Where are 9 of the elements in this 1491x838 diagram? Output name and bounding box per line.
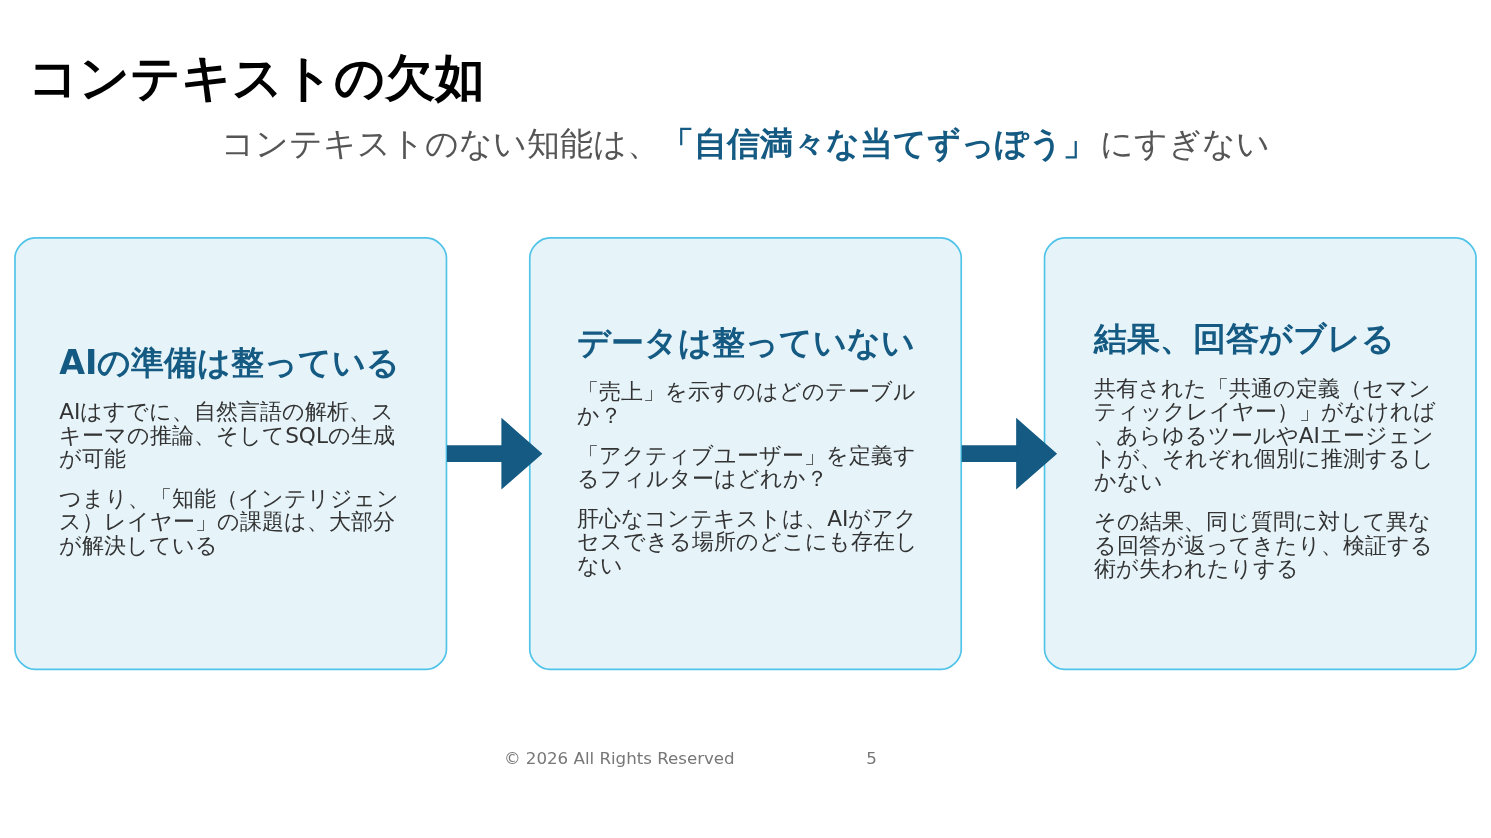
label: コンテキストのない知能は、「自信満々な当てずっぽう」にすぎない bbox=[220, 123, 1271, 163]
diagram-title: コンテキストの欠如 bbox=[28, 48, 486, 107]
label: © 2026 All Rights Reserved bbox=[503, 748, 735, 768]
node-box: 結果、回答がブレる 共有された「共通の定義（セマンティックレイヤー）」がなければ、あらゆるツールやAIエージェントが、それぞれ個別に推測するしかない その結果、同じ質問に対して異なる回答が返ってきたり、検証する術が失われたりする bbox=[1043, 236, 1477, 670]
node-box: データは整っていない 「売上」を示すのはどのテーブルか？ 「アクティブユーザー」を定義するフィルターはどれか？ 肝心なコンテキストは、AIがアクセスできる場所のどこにも存在しない bbox=[528, 236, 963, 670]
node-box: AIの準備は整っている AIはすでに、自然言語の解析、スキーマの推論、そしてSQLの生成が可能 つまり、「知能（インテリジェンス）レイヤー」の課題は、大部分が解決している bbox=[14, 236, 448, 670]
arrow bbox=[961, 417, 1058, 489]
arrow bbox=[446, 417, 543, 489]
label: 5 bbox=[866, 748, 877, 768]
